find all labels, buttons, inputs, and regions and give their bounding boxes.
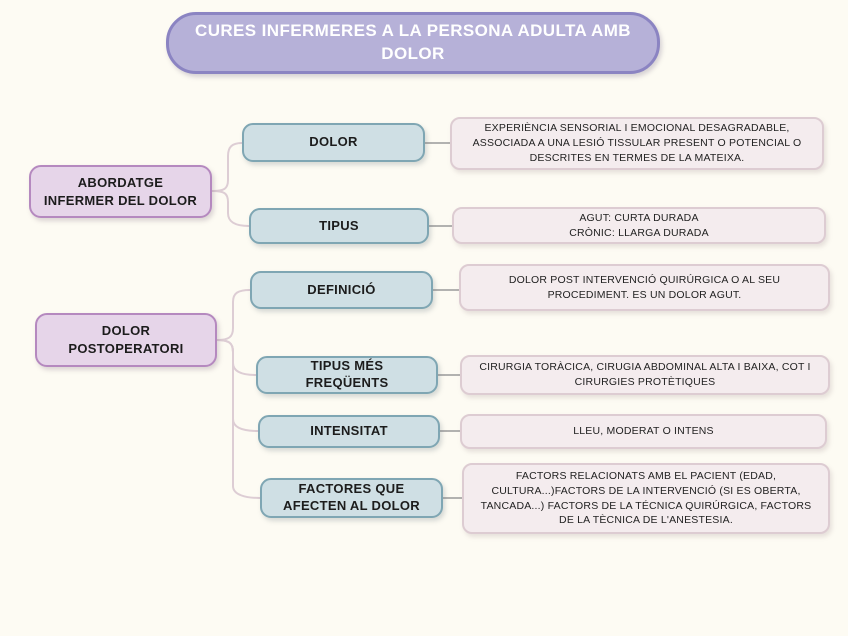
detail-node-dolor[interactable]: EXPERIÈNCIA SENSORIAL I EMOCIONAL DESAGR…	[450, 117, 824, 170]
topic-node-definicio[interactable]: DEFINICIÓ	[250, 271, 433, 309]
connector-branch2-definicio	[216, 289, 251, 341]
connector-branch2-intensitat	[216, 339, 259, 432]
branch-node-dolor-postoperatori[interactable]: DOLOR POSTOPERATORI	[35, 313, 217, 367]
topic-label: DOLOR	[309, 134, 358, 150]
topic-label: TIPUS	[319, 217, 359, 233]
detail-text: AGUT: CURTA DURADA CRÒNIC: LLARGA DURADA	[569, 211, 709, 239]
detail-text: FACTORS RELACIONATS AMB EL PACIENT (EDAD…	[480, 469, 812, 527]
topic-node-tipus[interactable]: TIPUS	[249, 208, 429, 244]
detail-node-definicio[interactable]: DOLOR POST INTERVENCIÓ QUIRÚRGICA O AL S…	[459, 264, 830, 311]
detail-node-tipus-mes-frequents[interactable]: CIRURGIA TORÀCICA, CIRUGIA ABDOMINAL ALT…	[460, 355, 830, 395]
topic-label: DEFINICIÓ	[307, 281, 376, 297]
topic-node-intensitat[interactable]: INTENSITAT	[258, 415, 440, 448]
connector-branch2-tipus-mes-frequents	[216, 339, 257, 376]
detail-node-tipus[interactable]: AGUT: CURTA DURADA CRÒNIC: LLARGA DURADA	[452, 207, 826, 244]
topic-node-tipus-mes-frequents[interactable]: TIPUS MÉS FREQÜENTS	[256, 356, 438, 394]
topic-label: FACTORES QUE AFECTEN AL DOLOR	[283, 481, 420, 513]
branch-node-abordatge-infermer[interactable]: ABORDATGE INFERMER DEL DOLOR	[29, 165, 212, 218]
connector-branch1-tipus	[211, 190, 250, 227]
branch-label: DOLOR POSTOPERATORI	[68, 323, 184, 356]
detail-text: EXPERIÈNCIA SENSORIAL I EMOCIONAL DESAGR…	[472, 122, 802, 164]
detail-text: DOLOR POST INTERVENCIÓ QUIRÚRGICA O AL S…	[508, 273, 781, 301]
detail-text: LLEU, MODERAT O INTENS	[573, 425, 714, 438]
title-text: CURES INFERMERES A LA PERSONA ADULTA AMB…	[195, 21, 631, 63]
title-node[interactable]: CURES INFERMERES A LA PERSONA ADULTA AMB…	[166, 12, 660, 74]
topic-label: TIPUS MÉS FREQÜENTS	[305, 358, 389, 390]
detail-text: CIRURGIA TORÀCICA, CIRUGIA ABDOMINAL ALT…	[479, 361, 811, 388]
detail-node-intensitat[interactable]: LLEU, MODERAT O INTENS	[460, 414, 827, 449]
branch-label: ABORDATGE INFERMER DEL DOLOR	[43, 174, 198, 208]
connector-branch2-factores	[216, 339, 261, 499]
topic-node-dolor[interactable]: DOLOR	[242, 123, 425, 162]
connector-branch1-dolor	[211, 142, 243, 192]
topic-node-factores[interactable]: FACTORES QUE AFECTEN AL DOLOR	[260, 478, 443, 518]
detail-node-factores[interactable]: FACTORS RELACIONATS AMB EL PACIENT (EDAD…	[462, 463, 830, 534]
topic-label: INTENSITAT	[310, 423, 388, 439]
